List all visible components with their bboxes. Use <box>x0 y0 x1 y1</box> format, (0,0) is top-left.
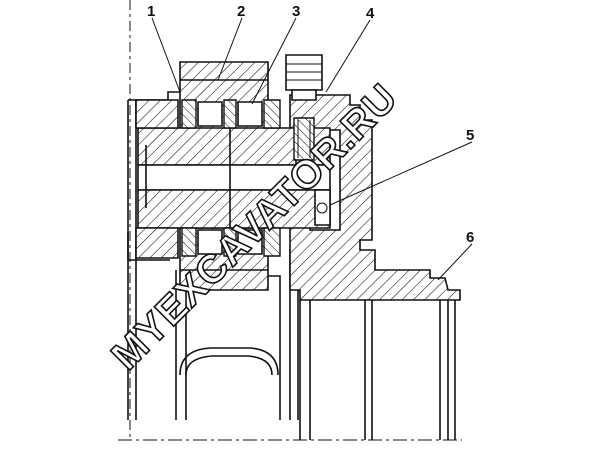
callout-5: 5 <box>466 127 474 144</box>
seal-ring <box>135 99 179 259</box>
callouts: 1 2 3 4 5 6 <box>147 3 474 246</box>
shaft <box>137 127 331 229</box>
bolt-ring <box>314 189 331 226</box>
grease-fitting <box>285 54 323 161</box>
bearing-upper <box>181 99 281 129</box>
wheel-body <box>127 91 299 420</box>
leader-lines <box>151 17 473 281</box>
callout-1: 1 <box>147 3 155 20</box>
centerlines <box>118 0 462 441</box>
callout-6: 6 <box>466 229 474 246</box>
callout-3: 3 <box>292 3 300 20</box>
callout-2: 2 <box>237 3 245 20</box>
callout-4: 4 <box>366 5 375 22</box>
bearing-lower <box>181 227 281 257</box>
